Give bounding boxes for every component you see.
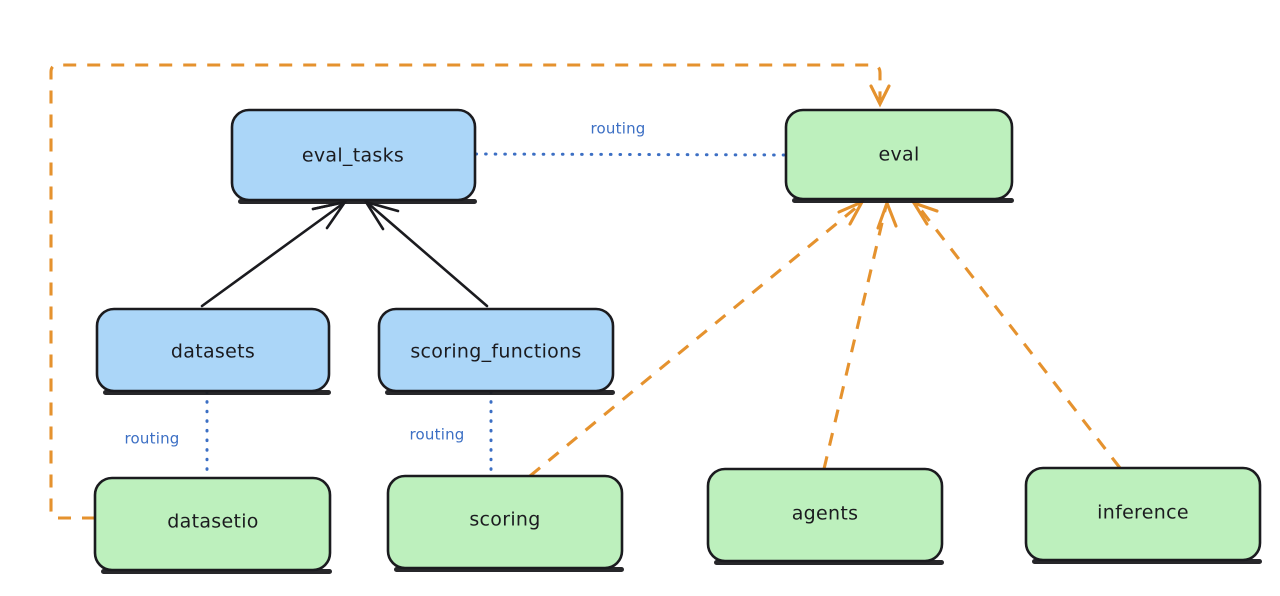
node-scoring_functions-label: scoring_functions [410, 341, 581, 363]
dashed-path-inference-eval [916, 205, 1122, 469]
node-datasetio-label: datasetio [167, 511, 258, 533]
node-eval_tasks[interactable]: eval_tasks [230, 108, 477, 204]
node-datasets[interactable]: datasets [95, 307, 331, 395]
arrowhead-agents-eval [876, 198, 898, 230]
solid-path-scoring_functions-eval_tasks [368, 203, 489, 308]
edge-agents-eval [822, 198, 898, 470]
node-inference-box[interactable] [1024, 466, 1262, 562]
node-datasets-label: datasets [171, 341, 255, 363]
edge-scoring_functions-eval_tasks [363, 199, 489, 308]
dashed-path-datasetio-eval [49, 63, 882, 520]
arrowhead-datasetio-eval [869, 84, 891, 108]
node-inference[interactable]: inference [1024, 466, 1262, 564]
node-scoring_functions-box[interactable] [377, 307, 615, 393]
node-datasets-box[interactable] [95, 307, 331, 393]
dashed-path-agents-eval [822, 205, 888, 470]
node-eval_tasks-box[interactable] [230, 108, 477, 202]
node-eval_tasks-label: eval_tasks [302, 145, 404, 167]
node-agents-label: agents [792, 503, 859, 525]
node-agents-box[interactable] [706, 467, 944, 563]
node-scoring[interactable]: scoring [386, 474, 624, 572]
edge-datasets-eval_tasks [200, 200, 348, 308]
node-eval[interactable]: eval [784, 108, 1014, 203]
solid-path-datasets-eval_tasks [200, 203, 343, 308]
edge-eval_tasks-eval [474, 152, 788, 157]
dotted-path-eval_tasks-eval [474, 152, 788, 157]
node-agents[interactable]: agents [706, 467, 944, 565]
node-eval-label: eval [878, 144, 919, 166]
edge-label-routing-scoring: routing [410, 426, 465, 444]
node-datasetio-box[interactable] [93, 476, 332, 572]
edge-datasetio-eval [49, 63, 891, 520]
node-eval-box[interactable] [784, 108, 1014, 201]
node-scoring_functions[interactable]: scoring_functions [377, 307, 615, 395]
node-scoring-box[interactable] [386, 474, 624, 570]
edge-inference-eval [910, 200, 1122, 469]
edge-label-routing-eval: routing [591, 120, 646, 138]
node-inference-label: inference [1097, 502, 1189, 524]
edge-label-routing-datasetio: routing [125, 430, 180, 448]
node-datasetio[interactable]: datasetio [93, 476, 332, 574]
node-scoring-label: scoring [469, 509, 540, 531]
